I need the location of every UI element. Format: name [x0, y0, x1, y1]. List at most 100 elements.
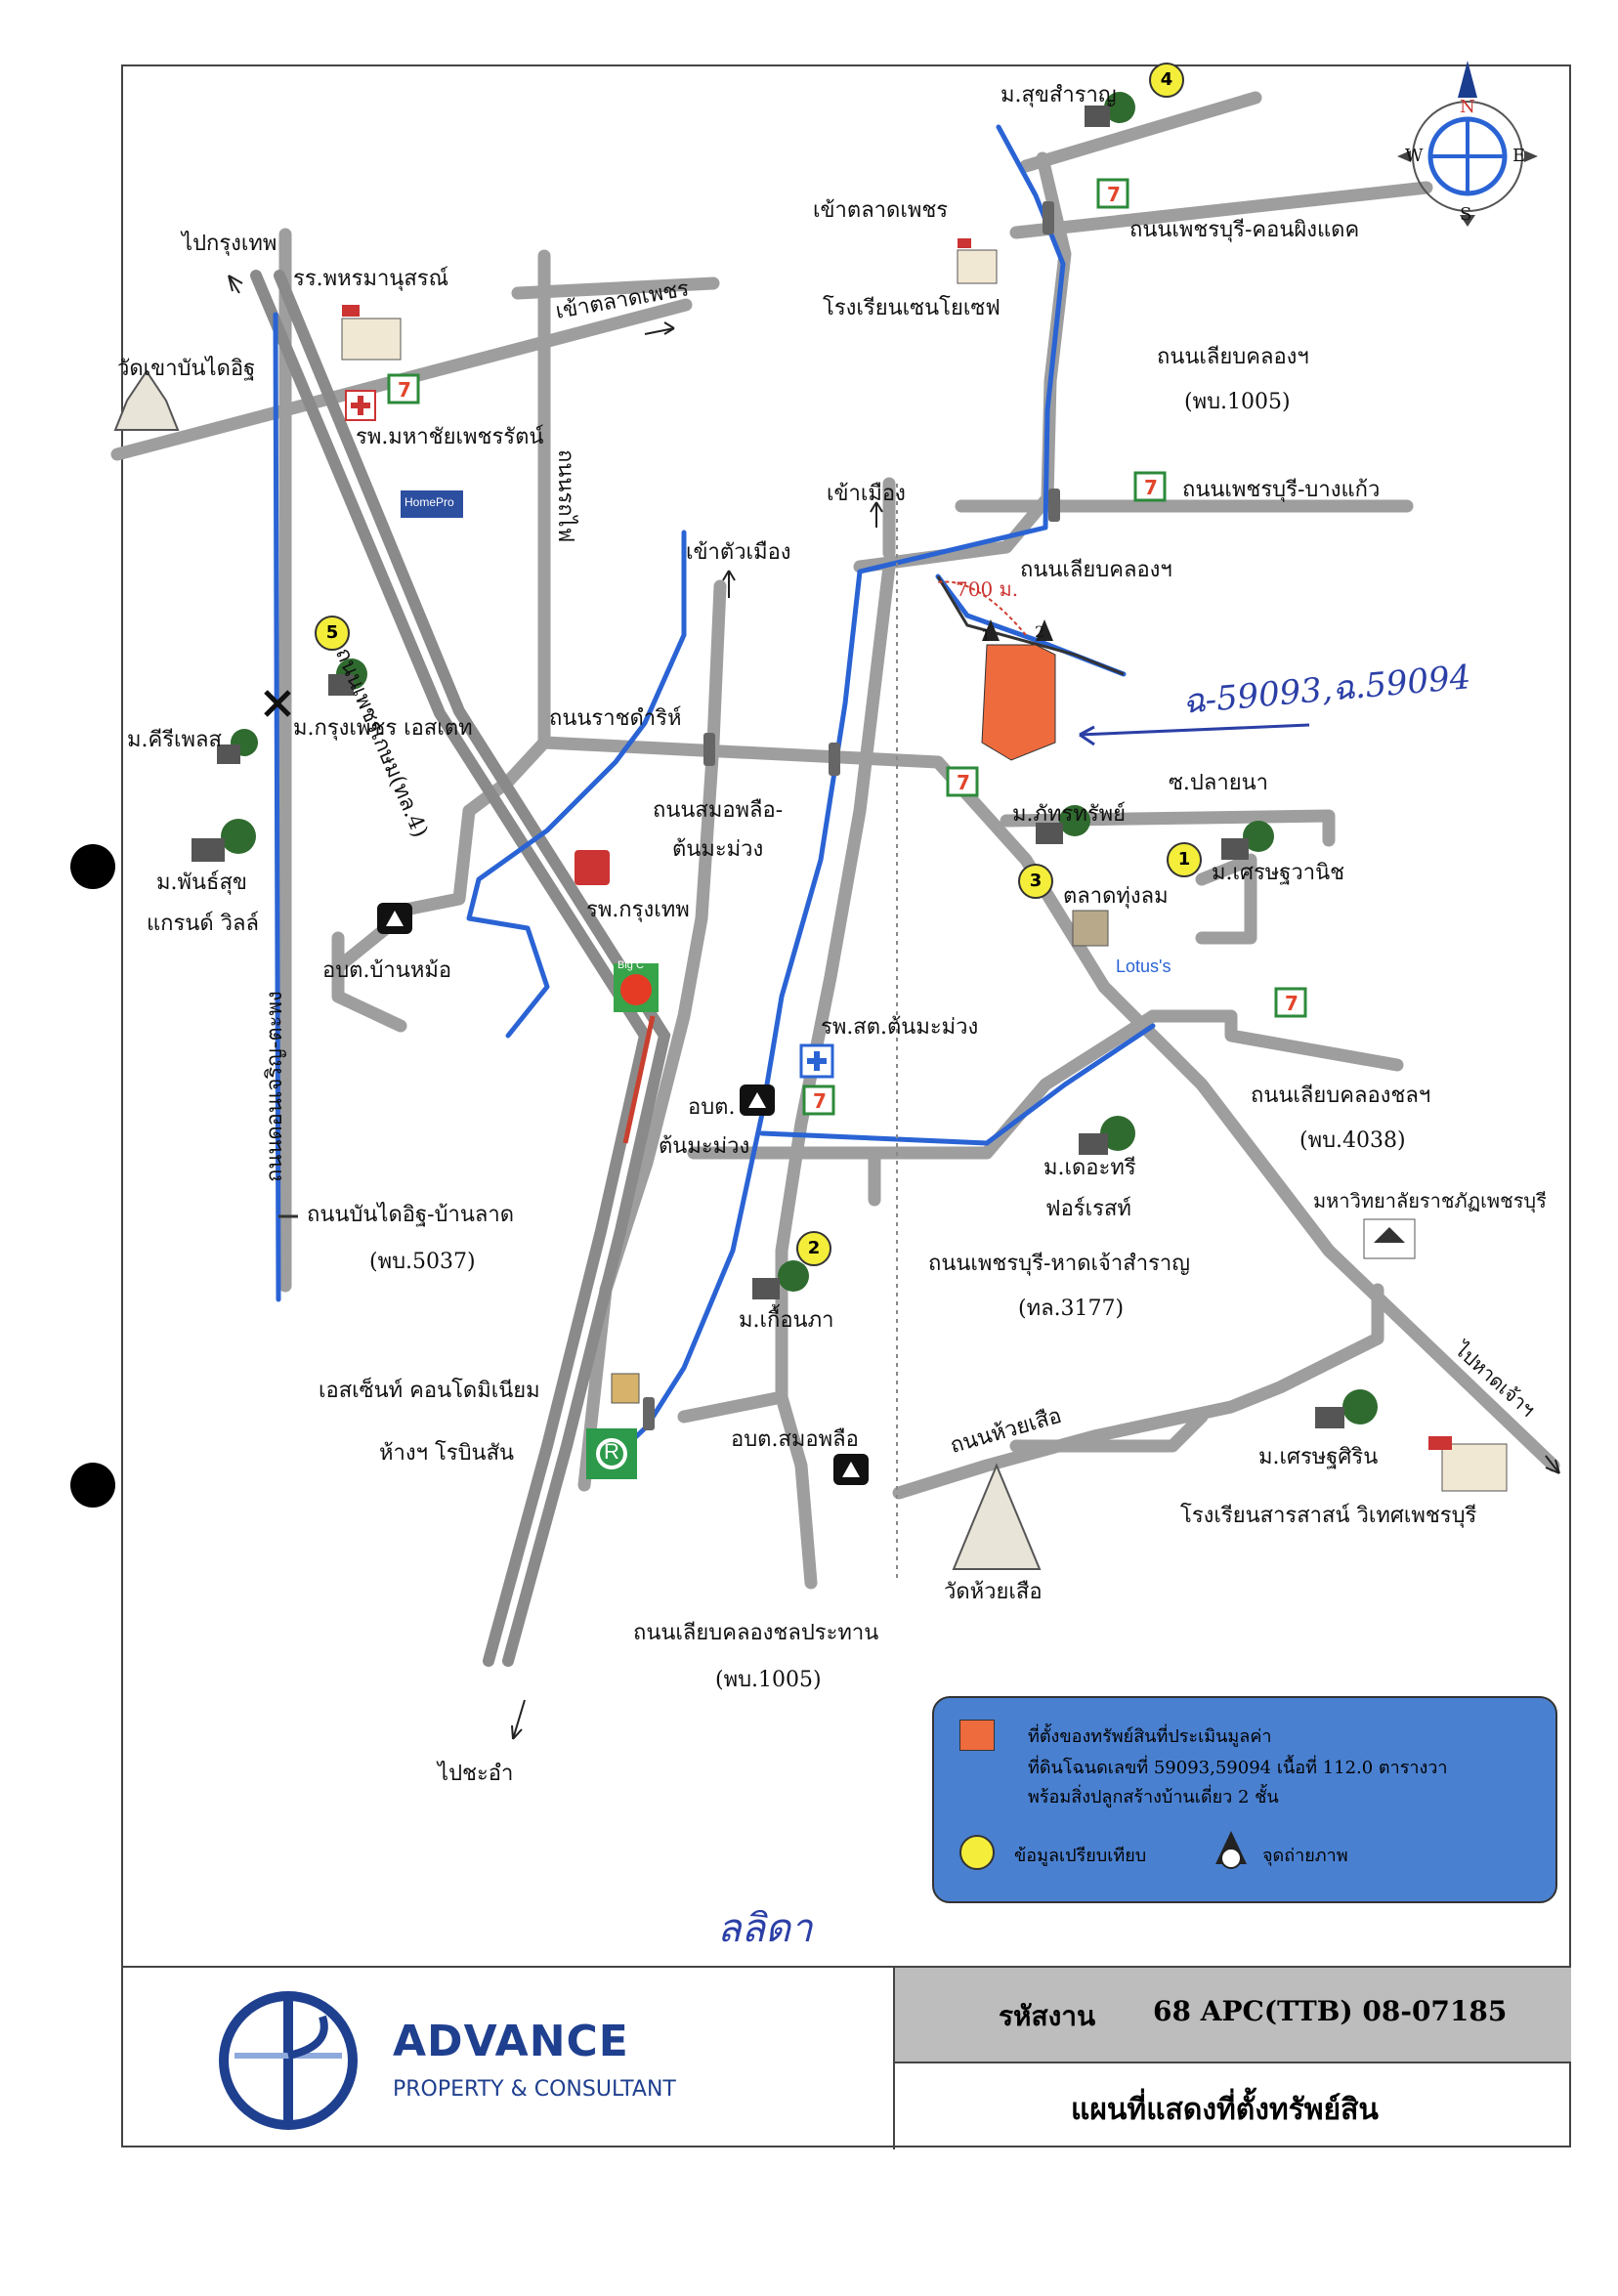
label-ratchadamri-road: ถนนราชดำริห์	[549, 706, 682, 731]
legend-line-3: พร้อมสิ่งปลูกสร้างบ้านเดี่ยว 2 ชั้น	[1028, 1787, 1279, 1807]
traffic-light-icon	[703, 733, 715, 766]
label-pattaradsap: ม.ภัทรทรัพย์	[1012, 802, 1127, 827]
road-suk-samran	[1019, 91, 1262, 173]
label-to-city-center: เข้าตัวเมือง	[686, 540, 791, 565]
market-icon	[1072, 910, 1109, 947]
label-samo-phlue-road-1: ถนนสมอพลือ-	[653, 798, 784, 823]
homepro-icon	[401, 490, 463, 518]
job-code-label: รหัสงาน	[999, 2000, 1096, 2032]
legend-photo-label: จุดถ่ายภาพ	[1262, 1846, 1348, 1866]
road-liap-khlong-chon-pra	[775, 1390, 818, 1590]
legend-compare-swatch	[959, 1835, 995, 1870]
label-obt-samo-phlue: อบต.สมอพลือ	[731, 1427, 859, 1452]
title-block: ADVANCE PROPERTY & CONSULTANT รหัสงาน 68…	[121, 1966, 1571, 2149]
binder-hole-top	[70, 844, 115, 889]
label-rajabhat: มหาวิทยาลัยราชภัฏเพชรบุรี	[1313, 1189, 1547, 1212]
label-thung-lom-market: ตลาดทุ่งลม	[1063, 884, 1169, 909]
comparison-marker-1: 1	[1167, 842, 1202, 877]
legend-line-2: ที่ดินโฉนดเลขที่ 59093,59094 เนื้อที่ 11…	[1028, 1758, 1448, 1778]
label-st-joseph: โรงเรียนเซนโยเซฟ	[823, 296, 1001, 320]
company-logo-icon	[219, 1991, 358, 2130]
road-huai-suea	[892, 1283, 1384, 1500]
label-liap-khlong-chon-road: ถนนเลียบคลองชลฯ	[1251, 1084, 1431, 1108]
road-ban-mo-left	[331, 931, 407, 1033]
seven-eleven-label: 7	[957, 771, 970, 794]
compass-s: S	[1460, 204, 1472, 225]
comparison-marker-3: 3	[1018, 864, 1053, 899]
label-phet-hat-road: ถนนเพชรบุรี-หาดเจ้าสำราญ	[928, 1252, 1190, 1276]
label-liap-khlong-road: ถนนเลียบคลองฯ	[1157, 345, 1309, 369]
company-block: ADVANCE PROPERTY & CONSULTANT	[121, 1968, 895, 2149]
road-ratchadamri	[537, 736, 1560, 1472]
village-house-icon	[192, 106, 1344, 1428]
health-center-icon	[799, 1043, 834, 1079]
label-phet-hat-code: (ทล.3177)	[1018, 1297, 1125, 1321]
bigc-label: Big C	[617, 959, 644, 971]
label-liap-khlong-chon-pra: ถนนเลียบคลองชลประทาน	[633, 1621, 879, 1645]
label-setthasirin: ม.เศรษฐศิริน	[1258, 1445, 1379, 1469]
photo-point-icon	[982, 619, 1053, 641]
legend-photo-icon	[1215, 1831, 1247, 1869]
map-title: แผนที่แสดงที่ตั้งทรัพย์สิน	[1071, 2093, 1379, 2127]
label-khao-krachio-road: ถนนดอนเจริญ-ตะพง	[263, 991, 287, 1182]
legend-compare-label: ข้อมูลเปรียบเทียบ	[1014, 1846, 1147, 1866]
canal-liap-khlong	[603, 124, 1066, 1468]
label-ban-mo-sao: อบต.บ้านหม้อ	[322, 958, 452, 983]
label-bangkok-hospital: รพ.กรุงเทพ	[586, 898, 690, 922]
label-phansuk-1: ม.พันธ์สุข	[156, 871, 247, 895]
hospital-icon	[345, 390, 376, 421]
road-liap-chon-e	[1146, 1009, 1404, 1072]
road-phet-khon	[1009, 181, 1433, 239]
compass-e: E	[1512, 146, 1526, 166]
label-robinson: ห้างฯ โรบินสัน	[379, 1441, 515, 1466]
label-wat-huai-suea: วัดห้วยเสือ	[944, 1580, 1043, 1604]
label-to-city: เข้าเมือง	[827, 482, 906, 506]
photo-point-1: 1	[981, 626, 992, 645]
label-pm-school: รร.พหรมานุสรณ์	[293, 267, 448, 291]
traffic-light-icon	[829, 743, 840, 776]
map-frame	[121, 64, 1571, 2147]
label-phet-bangkaeo-road: ถนนเพชรบุรี-บางแก้ว	[1182, 478, 1381, 502]
comparison-marker-4: 4	[1149, 63, 1184, 98]
road-upper-left	[511, 276, 720, 300]
company-name: ADVANCE	[393, 2017, 629, 2066]
road-phetkasem-1	[250, 270, 652, 1667]
label-wat-khao-bandai-it: วัดเขาบันไดอิฐ	[117, 357, 256, 381]
road-phetkasem-red	[622, 1015, 656, 1144]
lotus-label: Lotus's	[1116, 957, 1171, 976]
road-phetkasem-2	[274, 270, 671, 1667]
temple-icon	[113, 369, 1042, 1570]
seven-eleven-label: 7	[398, 378, 411, 402]
map-legend: ที่ตั้งของทรัพย์สินที่ประเมินมูลค่า ที่ด…	[932, 1696, 1557, 1903]
company-subtitle: PROPERTY & CONSULTANT	[393, 2077, 676, 2102]
traffic-light-icon	[643, 1397, 655, 1430]
property-site	[981, 644, 1056, 761]
cross-marker	[264, 690, 291, 717]
road-setthavanit	[1000, 809, 1336, 847]
homepro-label: HomePro	[404, 495, 454, 509]
seven-eleven-label: 7	[1285, 992, 1299, 1015]
label-bandai-it-road: ถนนบันไดอิฐ-บ้านลาด	[307, 1203, 515, 1227]
label-kuenpha: ม.เกื้อนภา	[739, 1308, 834, 1333]
seven-eleven-label: 7	[1144, 476, 1158, 499]
label-obt-1: อบต.	[688, 1095, 736, 1120]
label-bandai-it-road-code: (พบ.5037)	[369, 1250, 476, 1274]
label-soi-playna: ซ.ปลายนา	[1169, 771, 1269, 795]
job-code-value: 68 APC(TTB) 08-07185	[1153, 1995, 1508, 2027]
comparison-marker-2: 2	[796, 1231, 831, 1266]
label-rot-fai-road: ถนนรถไฟ	[553, 449, 577, 543]
label-sarasas-school: โรงเรียนสารสาสน์ วิเทศเพชรบุรี	[1180, 1504, 1477, 1528]
label-mahachai-hospital: รพ.มหาชัยเพชรรัตน์	[356, 425, 544, 449]
traffic-light-icon	[1048, 489, 1060, 522]
canal-khlong-chon	[759, 1023, 1156, 1146]
compass-icon	[1397, 61, 1538, 227]
road-huai-suea-2	[1009, 1410, 1209, 1453]
label-to-cha-am: ไปชะอำ	[438, 1762, 514, 1786]
seven-eleven-label: 7	[813, 1089, 827, 1113]
compass-w: W	[1405, 146, 1424, 166]
label-liap-khlong-code: (พบ.1005)	[1184, 390, 1291, 414]
bangkok-hospital-icon	[575, 850, 610, 885]
legend-site-swatch	[959, 1720, 995, 1751]
handwritten-arrow	[1079, 723, 1310, 737]
